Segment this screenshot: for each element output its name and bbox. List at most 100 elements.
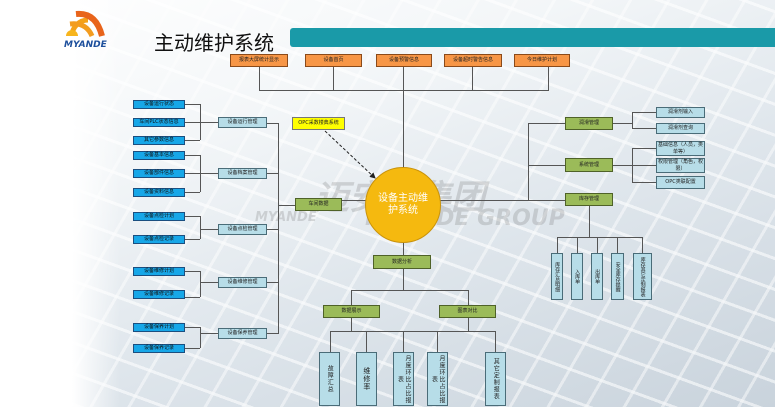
- group-node[interactable]: 系统管理: [565, 158, 613, 172]
- connector-line: [200, 271, 201, 297]
- leaf-node[interactable]: 维修率: [356, 352, 377, 406]
- connector-line: [366, 331, 367, 352]
- center-system-node[interactable]: 设备主动维护系统: [365, 167, 441, 243]
- connector-line: [200, 327, 201, 348]
- leaf-node[interactable]: 权限管理（角色，权限）: [656, 158, 705, 173]
- leaf-node[interactable]: 设备维修记录: [133, 290, 185, 299]
- logo-text: MYANDE: [64, 40, 107, 50]
- connector-line: [437, 331, 438, 352]
- connector-line: [528, 165, 565, 166]
- leaf-node[interactable]: 设备基本信息: [133, 151, 185, 160]
- center-label: 设备主动维护系统: [378, 193, 428, 216]
- top-node[interactable]: 设备预警信息: [376, 54, 432, 67]
- connector-line: [200, 333, 218, 334]
- connector-line: [589, 206, 590, 237]
- leaf-node[interactable]: 设备点检计划: [133, 212, 185, 221]
- connector-line: [617, 237, 618, 253]
- group-node[interactable]: 设备运行管理: [218, 117, 267, 128]
- leaf-node[interactable]: 润滑剂输入: [656, 107, 705, 118]
- top-node[interactable]: 设备超时警告信息: [444, 54, 502, 67]
- connector-line: [528, 123, 529, 201]
- analysis-node[interactable]: 数据分析: [373, 255, 431, 269]
- leaf-node[interactable]: 设备部件信息: [133, 169, 185, 178]
- connector-line: [468, 318, 469, 331]
- connector-line: [577, 237, 578, 253]
- connector-line: [200, 229, 218, 230]
- connector-line: [185, 104, 200, 105]
- connector-line: [613, 165, 656, 166]
- title-accent-bar: [290, 28, 775, 47]
- group-node[interactable]: 库存管理: [565, 193, 613, 206]
- leaf-node[interactable]: 设备保养计划: [133, 323, 185, 332]
- leaf-node[interactable]: 润滑剂查询: [656, 123, 705, 134]
- connector-line: [330, 331, 496, 332]
- connector-line: [200, 282, 218, 283]
- leaf-node[interactable]: 入库单: [571, 253, 583, 300]
- opc-node[interactable]: OPC采数楼典系统: [292, 117, 345, 130]
- connector-line: [403, 243, 404, 255]
- group-node[interactable]: 润滑管理: [565, 117, 613, 130]
- connector-line: [333, 67, 334, 91]
- connector-line: [267, 173, 278, 174]
- leaf-node[interactable]: 安全库存提醒: [611, 253, 624, 300]
- connector-line: [632, 148, 656, 149]
- leaf-node[interactable]: 其它参数信息: [133, 136, 185, 145]
- branch-node[interactable]: 数据展示: [323, 305, 380, 318]
- connector-line: [632, 128, 656, 129]
- leaf-node[interactable]: 库存汇总明细: [551, 253, 563, 300]
- connector-line: [528, 123, 565, 124]
- leaf-node[interactable]: 设备运行状态: [133, 100, 185, 109]
- connector-line: [185, 348, 200, 349]
- leaf-node[interactable]: 设备资料信息: [133, 188, 185, 197]
- leaf-node[interactable]: 设备维修计划: [133, 267, 185, 276]
- connector-line: [267, 123, 278, 124]
- leaf-node[interactable]: 故障汇总: [319, 352, 340, 406]
- connector-line: [278, 123, 279, 334]
- leaf-node[interactable]: 出库单: [591, 253, 603, 300]
- top-node[interactable]: 设备首页: [305, 54, 362, 67]
- connector-line: [632, 182, 656, 183]
- connector-line: [259, 90, 549, 91]
- top-node[interactable]: 报表大屏统计显示: [230, 54, 288, 67]
- leaf-node[interactable]: 设备保养记录: [133, 344, 185, 353]
- leaf-node[interactable]: 基础信息（人员，类单等）: [656, 141, 705, 156]
- branch-node[interactable]: 图表对比: [439, 305, 496, 318]
- connector-line: [548, 67, 549, 91]
- connector-line: [185, 140, 200, 141]
- connector-line: [185, 192, 200, 193]
- top-node[interactable]: 今日维护计划: [514, 54, 570, 67]
- connector-line: [440, 200, 565, 201]
- connector-line: [278, 205, 295, 206]
- group-node[interactable]: 设备点检管理: [218, 224, 267, 235]
- leaf-node[interactable]: 其它定制报表: [485, 352, 506, 406]
- connector-line: [632, 112, 656, 113]
- connector-line: [185, 173, 218, 174]
- connector-line: [495, 331, 496, 352]
- leaf-node[interactable]: 车间PLC状态信息: [133, 118, 185, 127]
- page-title: 主动维护系统: [154, 31, 274, 55]
- group-node[interactable]: 设备维修管理: [218, 277, 267, 288]
- group-node[interactable]: 设备档案管理: [218, 168, 267, 179]
- logo: MYANDE: [62, 10, 114, 50]
- connector-line: [185, 239, 200, 240]
- leaf-node[interactable]: 月度环比占比报表: [427, 352, 448, 406]
- workshop-data-node[interactable]: 车间数据: [295, 198, 342, 211]
- connector-line: [642, 237, 643, 253]
- connector-line: [342, 200, 372, 201]
- leaf-node[interactable]: 月度环比占比报表: [393, 352, 414, 406]
- leaf-node[interactable]: OPC类联配置: [656, 176, 705, 189]
- connector-line: [185, 327, 200, 328]
- connector-line: [472, 67, 473, 91]
- leaf-node[interactable]: 库存其它定制报表: [633, 253, 652, 300]
- connector-line: [557, 237, 558, 253]
- connector-line: [351, 290, 468, 291]
- connector-line: [613, 123, 632, 124]
- leaf-node[interactable]: 设备点检记录: [133, 235, 185, 244]
- connector-line: [468, 290, 469, 305]
- connector-line: [259, 67, 260, 91]
- connector-line: [185, 216, 200, 217]
- connector-line: [351, 318, 352, 331]
- group-node[interactable]: 设备保养管理: [218, 328, 267, 339]
- connector-line: [632, 112, 633, 129]
